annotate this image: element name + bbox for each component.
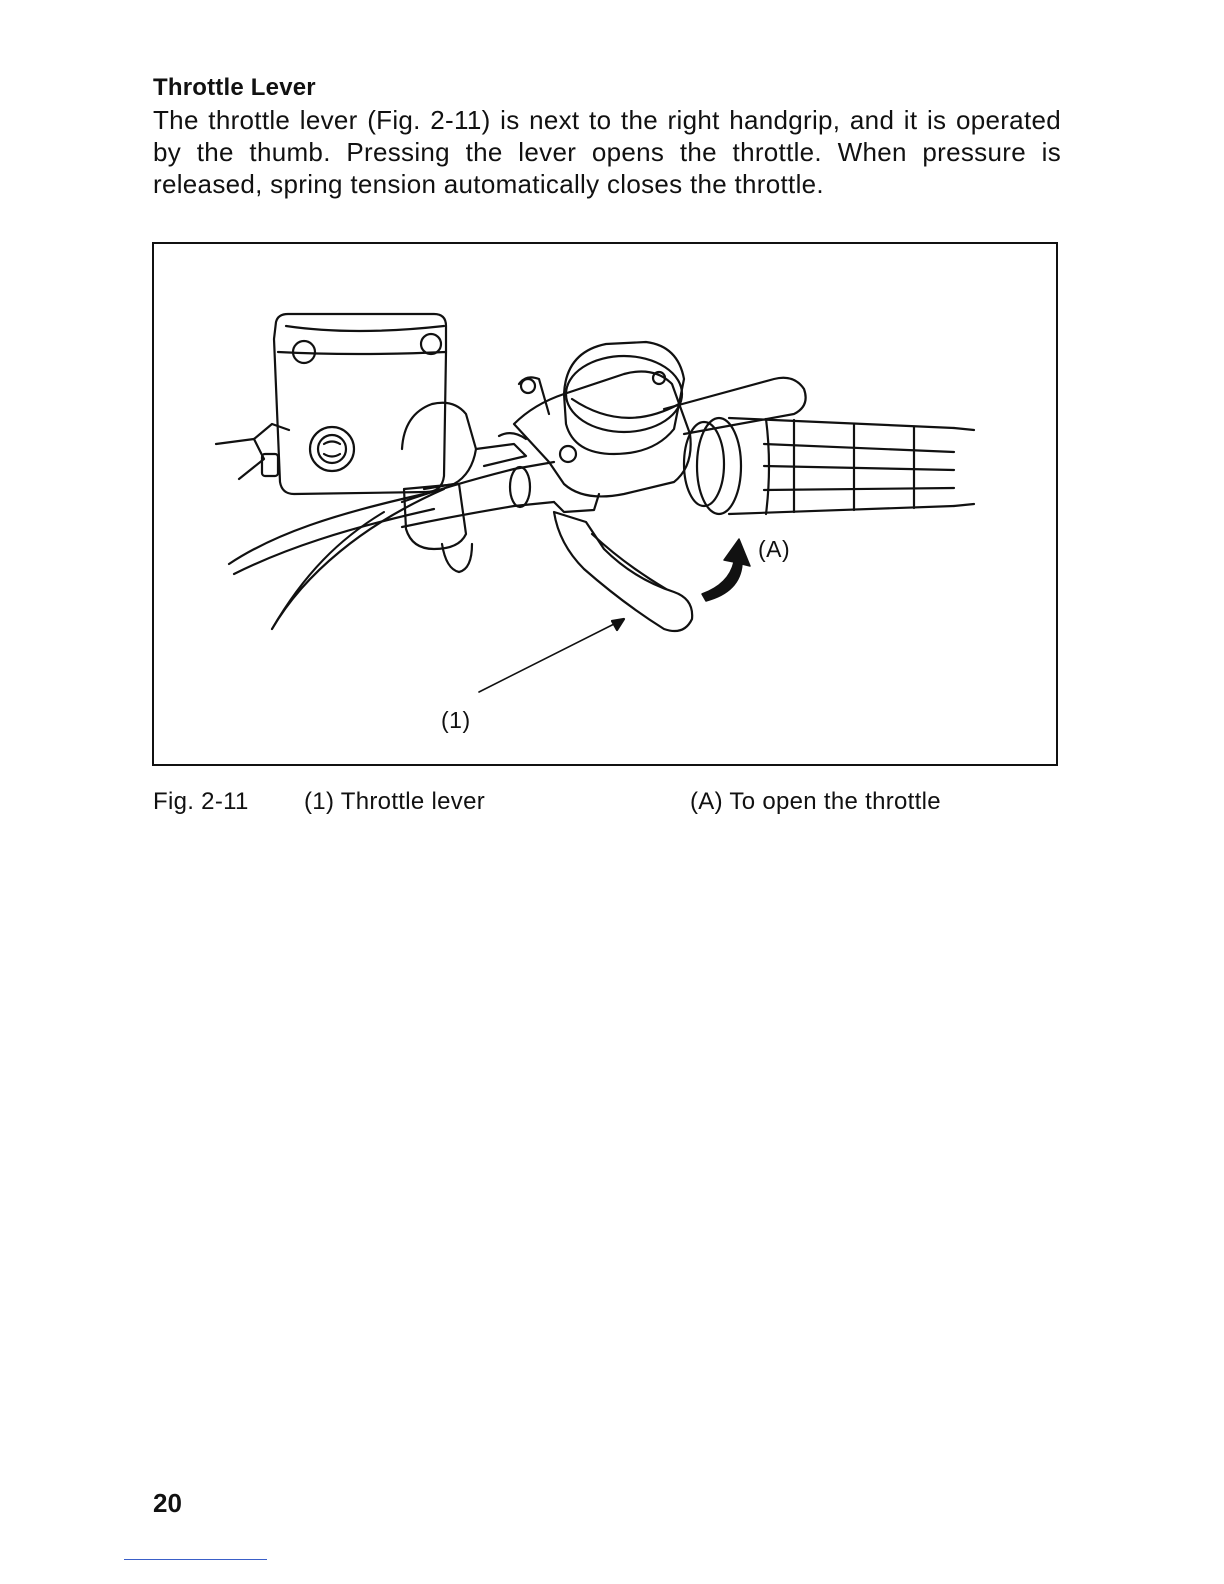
caption-item-a: (A) To open the throttle bbox=[690, 788, 941, 816]
section-heading: Throttle Lever bbox=[153, 74, 316, 102]
throttle-lever-illustration bbox=[154, 244, 1056, 764]
throttle-housing bbox=[514, 372, 691, 497]
figure-number: Fig. 2-11 bbox=[153, 788, 249, 816]
callout-1-leader bbox=[479, 619, 624, 692]
bottom-rule bbox=[124, 1559, 267, 1560]
caption-item-1: (1) Throttle lever bbox=[304, 788, 485, 816]
callout-a-label: (A) bbox=[758, 536, 790, 563]
callout-1-label: (1) bbox=[441, 707, 471, 734]
figure-throttle-lever: (1) (A) bbox=[152, 242, 1058, 766]
handgrip bbox=[729, 418, 954, 514]
page-number: 20 bbox=[153, 1488, 182, 1519]
open-direction-arrow bbox=[702, 539, 750, 601]
section-body-text: The throttle lever (Fig. 2-11) is next t… bbox=[153, 104, 1061, 200]
throttle-lever-paddle bbox=[554, 512, 692, 631]
